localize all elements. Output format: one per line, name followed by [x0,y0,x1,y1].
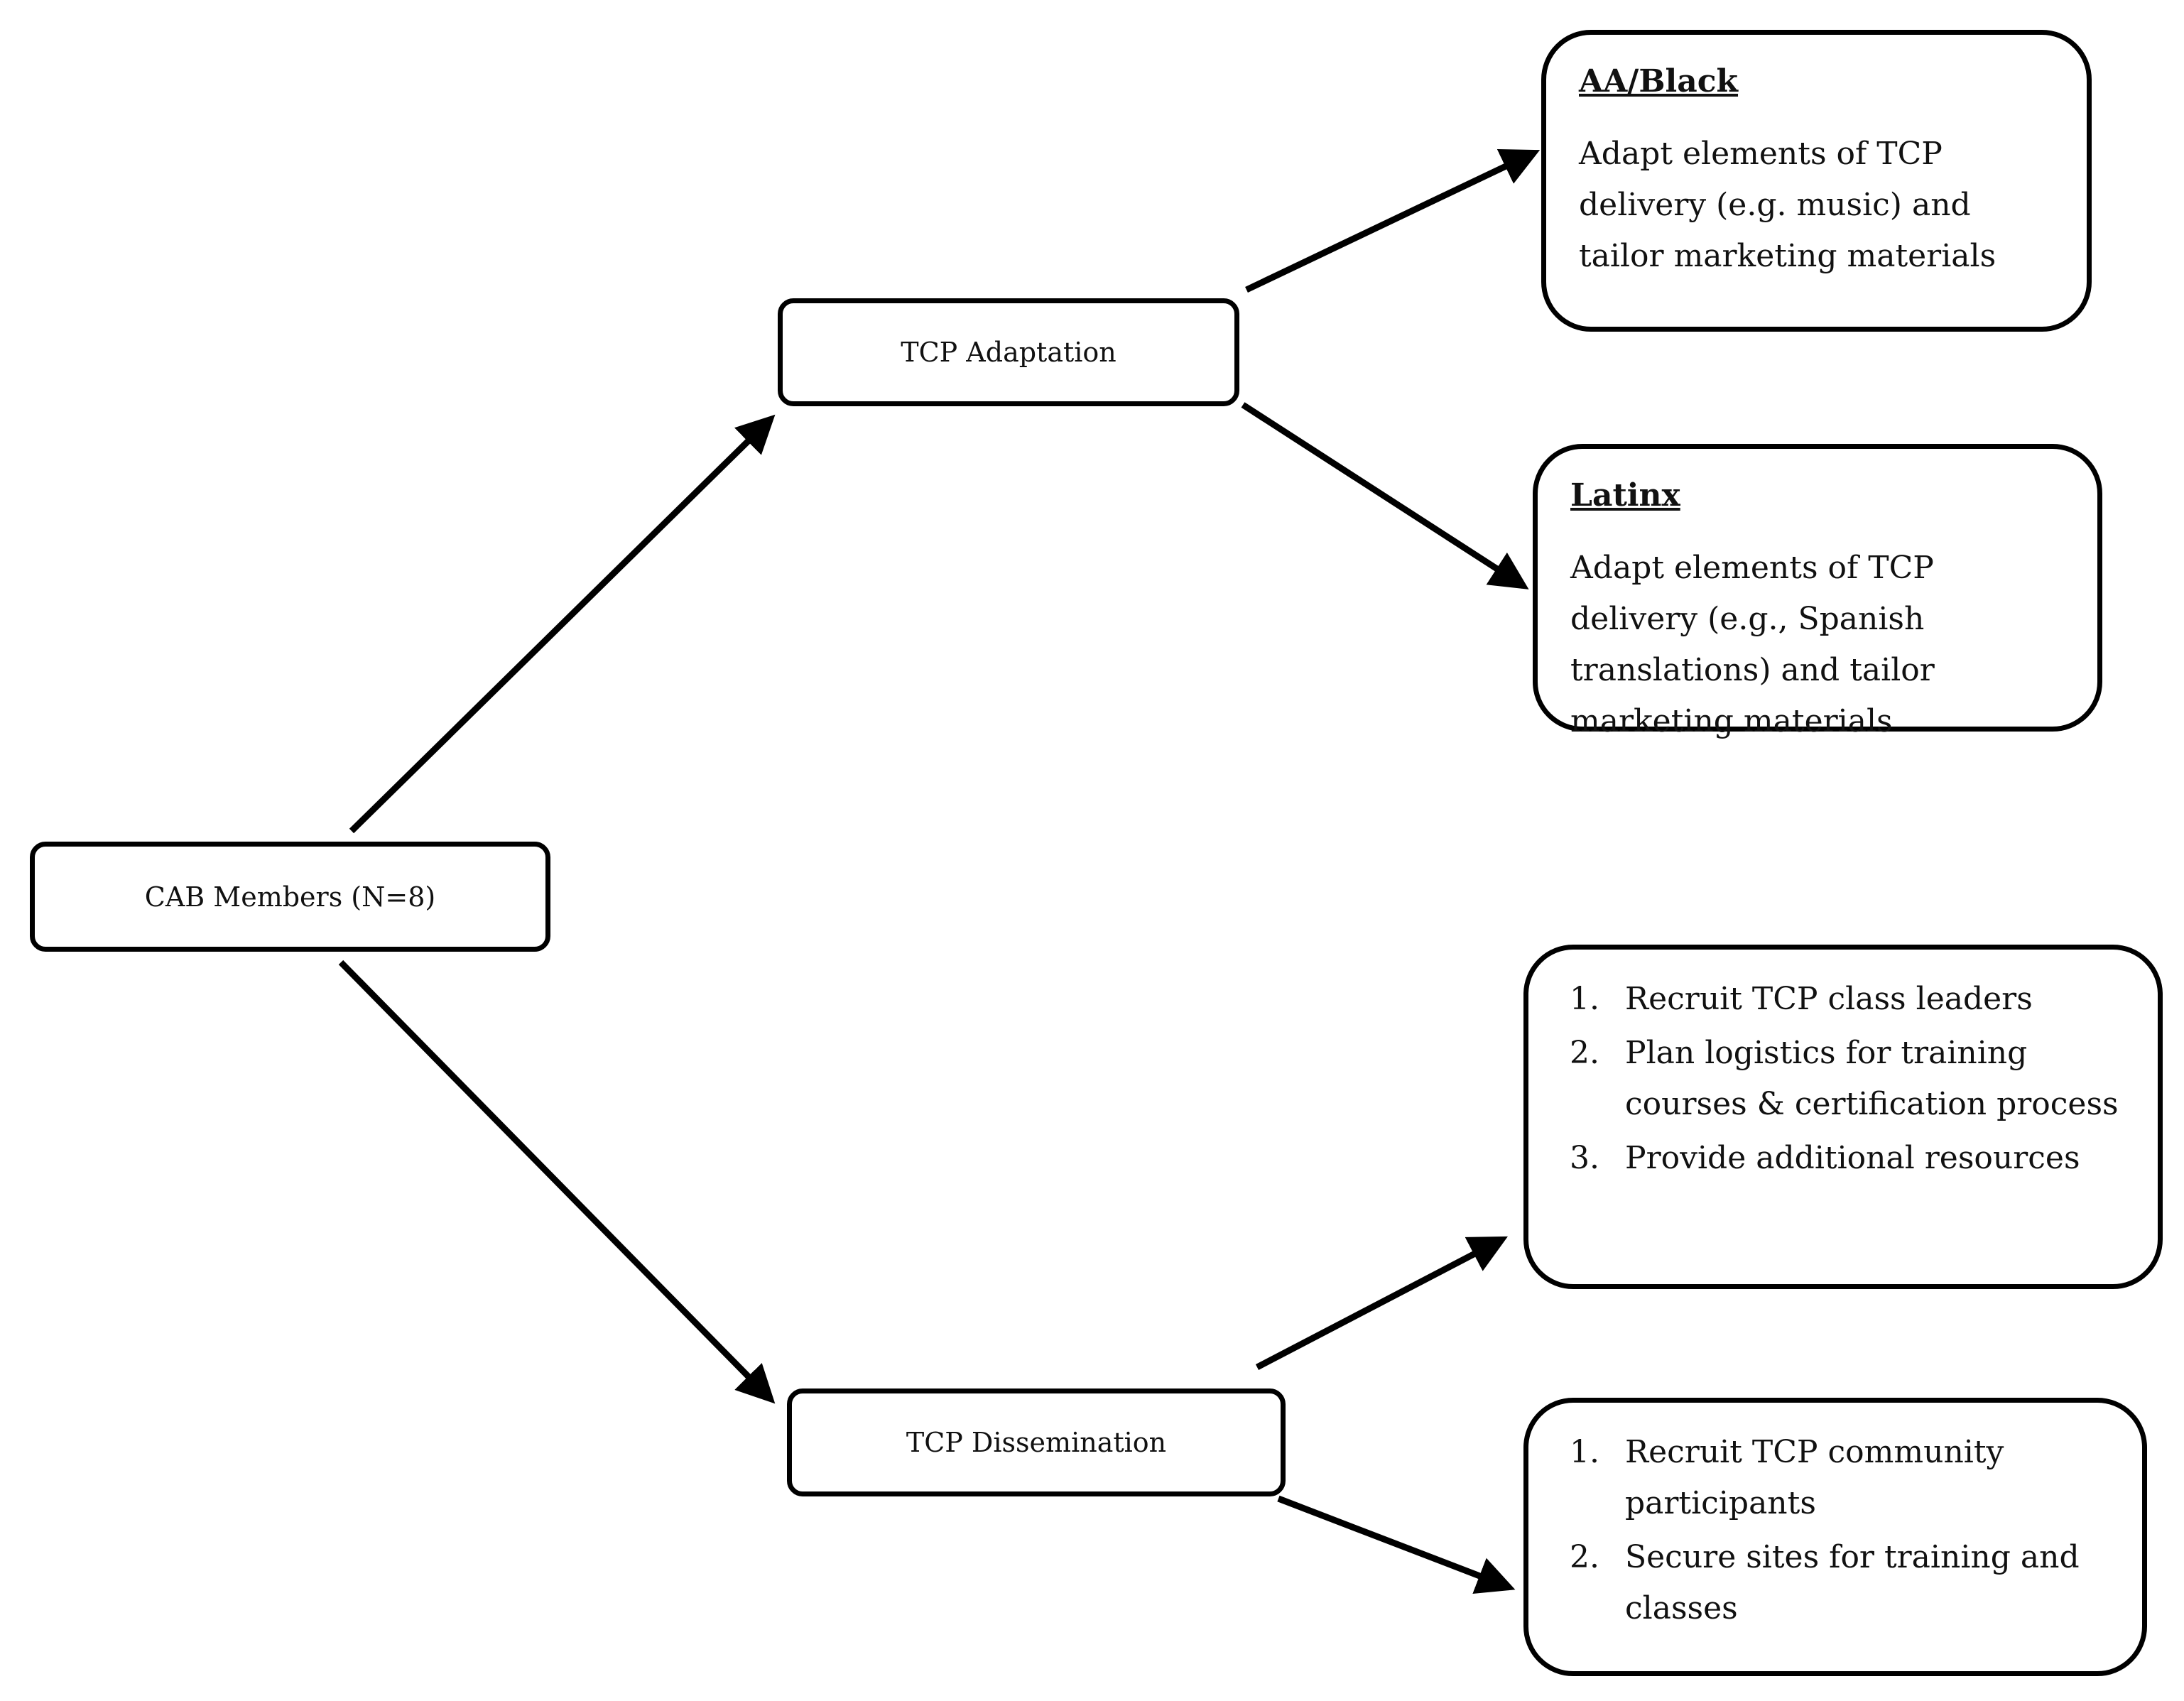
dissemination-tasks-2-list: Recruit TCP community participants Secur… [1561,1427,2121,1634]
tcp-adaptation-label: TCP Adaptation [901,337,1117,368]
latinx-heading: Latinx [1570,477,1680,513]
latinx-node: Latinx Adapt elements of TCP delivery (e… [1533,444,2102,739]
arrow-cab-to-adaptation [349,414,776,834]
latinx-body: Adapt elements of TCP delivery (e.g., Sp… [1570,550,1935,739]
aa-black-heading: AA/Black [1579,63,1739,99]
arrow-dissemination-to-tasks-2 [1277,1495,1516,1594]
list-item: Plan logistics for training courses & ce… [1609,1028,2136,1130]
dissemination-tasks-1-node: Recruit TCP class leaders Plan logistics… [1523,945,2163,1289]
cab-members-node: CAB Members (N=8) [30,842,550,952]
list-item: Secure sites for training and classes [1609,1532,2121,1634]
cab-members-label: CAB Members (N=8) [144,881,436,913]
aa-black-body: Adapt elements of TCP delivery (e.g. mus… [1579,136,1996,274]
tcp-adaptation-node: TCP Adaptation [778,298,1239,406]
list-item: Provide additional resources [1609,1133,2136,1184]
aa-black-node: AA/Black Adapt elements of TCP delivery … [1541,30,2092,332]
arrow-cab-to-dissemination [338,960,776,1404]
dissemination-tasks-2-node: Recruit TCP community participants Secur… [1523,1398,2147,1676]
tcp-dissemination-node: TCP Dissemination [787,1388,1286,1496]
list-item: Recruit TCP community participants [1609,1427,2121,1529]
arrow-dissemination-to-tasks-1 [1255,1236,1508,1370]
list-item: Recruit TCP class leaders [1609,974,2136,1025]
dissemination-tasks-1-list: Recruit TCP class leaders Plan logistics… [1561,974,2136,1184]
tcp-dissemination-label: TCP Dissemination [906,1427,1167,1458]
arrow-adaptation-to-aa-black [1245,148,1541,293]
arrow-adaptation-to-latinx [1241,402,1529,589]
